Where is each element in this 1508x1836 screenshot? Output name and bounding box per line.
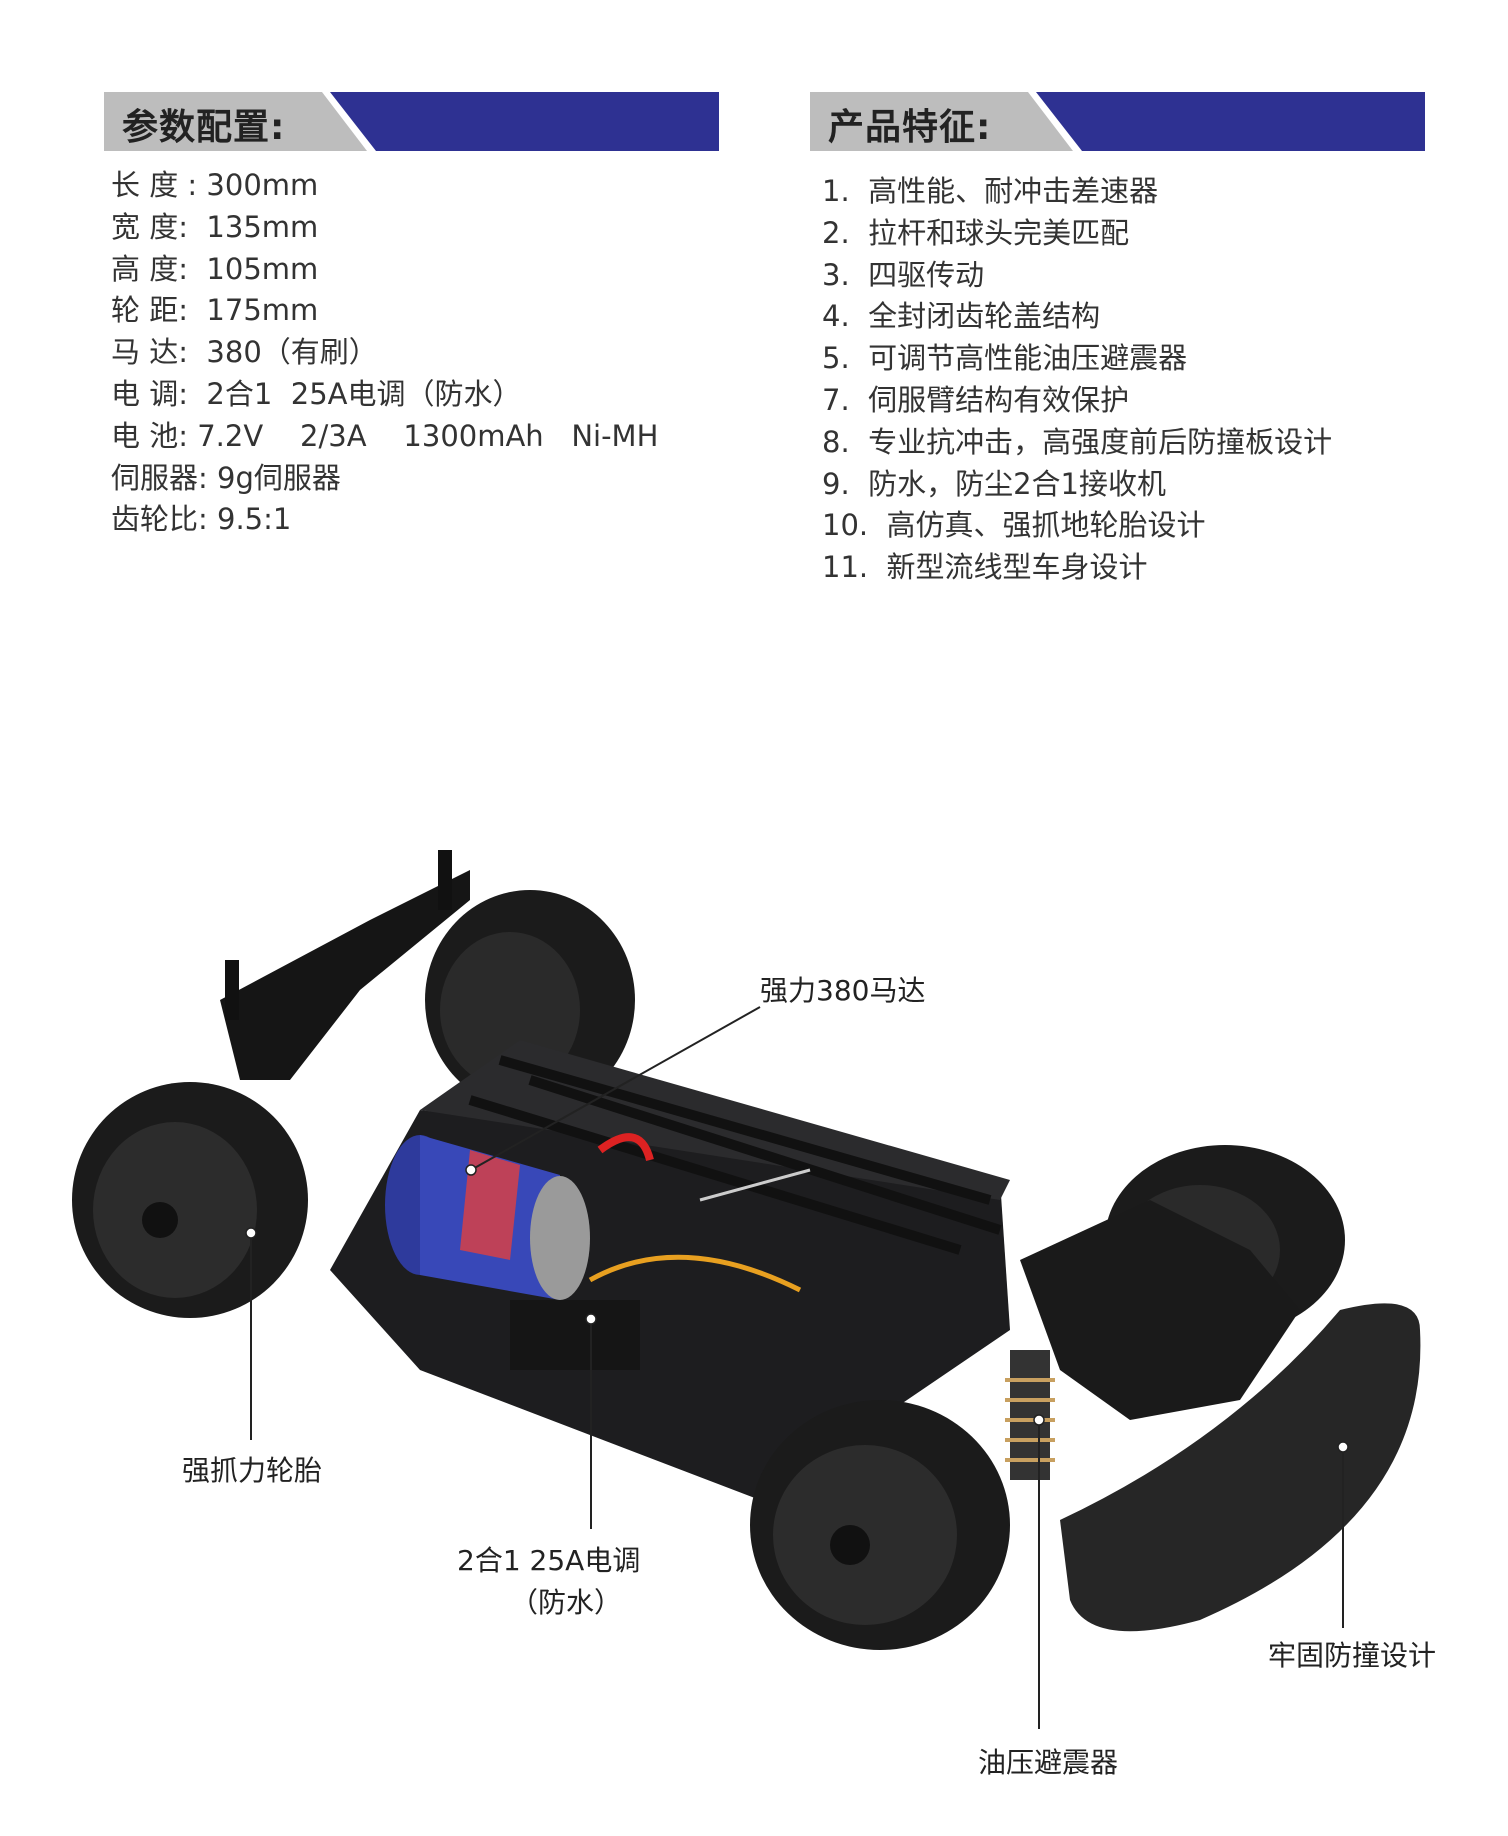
- esc-box: [510, 1300, 640, 1370]
- header-banner: [104, 92, 719, 151]
- features-header: 产品特征:: [810, 92, 1425, 151]
- callout-shocks: 油压避震器: [978, 1746, 1119, 1779]
- spec-motor: 马 达: 380（有刷）: [111, 335, 378, 370]
- feature-item: 1. 高性能、耐冲击差速器: [822, 174, 1159, 208]
- callout-esc-line1: 2合1 25A电调: [457, 1544, 641, 1577]
- feature-item: 5. 可调节高性能油压避震器: [822, 341, 1188, 376]
- shock-tower-rear: [220, 870, 470, 1080]
- spec-servo: 伺服器: 9g伺服器: [111, 460, 341, 495]
- feature-item: 7. 伺服臂结构有效保护: [822, 382, 1130, 417]
- rc-car-chassis-image: [72, 850, 1421, 1650]
- wheel-rear-near: [750, 1400, 1010, 1650]
- specs-list: 长 度 : 300mm 宽 度: 135mm 高 度: 105mm 轮 距: 1…: [111, 165, 658, 541]
- foam-bumper: [1060, 1303, 1421, 1632]
- callout-motor: 强力380马达: [760, 974, 926, 1007]
- wheel-front-left: [72, 1082, 308, 1318]
- feature-item: 11. 新型流线型车身设计: [822, 550, 1148, 585]
- feature-item: 10. 高仿真、强抓地轮胎设计: [822, 508, 1206, 543]
- spec-width: 宽 度: 135mm: [111, 209, 319, 244]
- feature-item: 3. 四驱传动: [822, 257, 985, 292]
- callout-esc-line2: （防水）: [510, 1586, 623, 1619]
- callout-bumper: 牢固防撞设计: [1268, 1639, 1437, 1672]
- specs-title: 参数配置:: [122, 107, 286, 148]
- features-list: 1. 高性能、耐冲击差速器 2. 拉杆和球头完美匹配 3. 四驱传动 4. 全封…: [822, 171, 1332, 589]
- specs-header: 参数配置:: [104, 92, 719, 151]
- spec-battery: 电 池: 7.2V 2/3A 1300mAh Ni-MH: [111, 418, 659, 453]
- shock-tower-front: [1020, 1200, 1300, 1420]
- callout-tires: 强抓力轮胎: [182, 1454, 323, 1487]
- spec-gear-ratio: 齿轮比: 9.5:1: [111, 502, 292, 537]
- spec-height: 高 度: 105mm: [111, 251, 319, 286]
- feature-item: 8. 专业抗冲击，高强度前后防撞板设计: [822, 424, 1333, 459]
- shock-absorber: [1005, 1350, 1055, 1480]
- spec-length: 长 度 : 300mm: [111, 168, 319, 202]
- feature-item: 4. 全封闭齿轮盖结构: [822, 299, 1101, 334]
- features-title: 产品特征:: [828, 107, 992, 148]
- spec-wheelbase: 轮 距: 175mm: [111, 293, 319, 328]
- feature-item: 9. 防水，防尘2合1接收机: [822, 466, 1167, 501]
- header-banner: [810, 92, 1425, 151]
- motor-380: [385, 1135, 590, 1300]
- spec-esc: 电 调: 2合1 25A电调（防水）: [111, 376, 522, 411]
- feature-item: 2. 拉杆和球头完美匹配: [822, 215, 1130, 250]
